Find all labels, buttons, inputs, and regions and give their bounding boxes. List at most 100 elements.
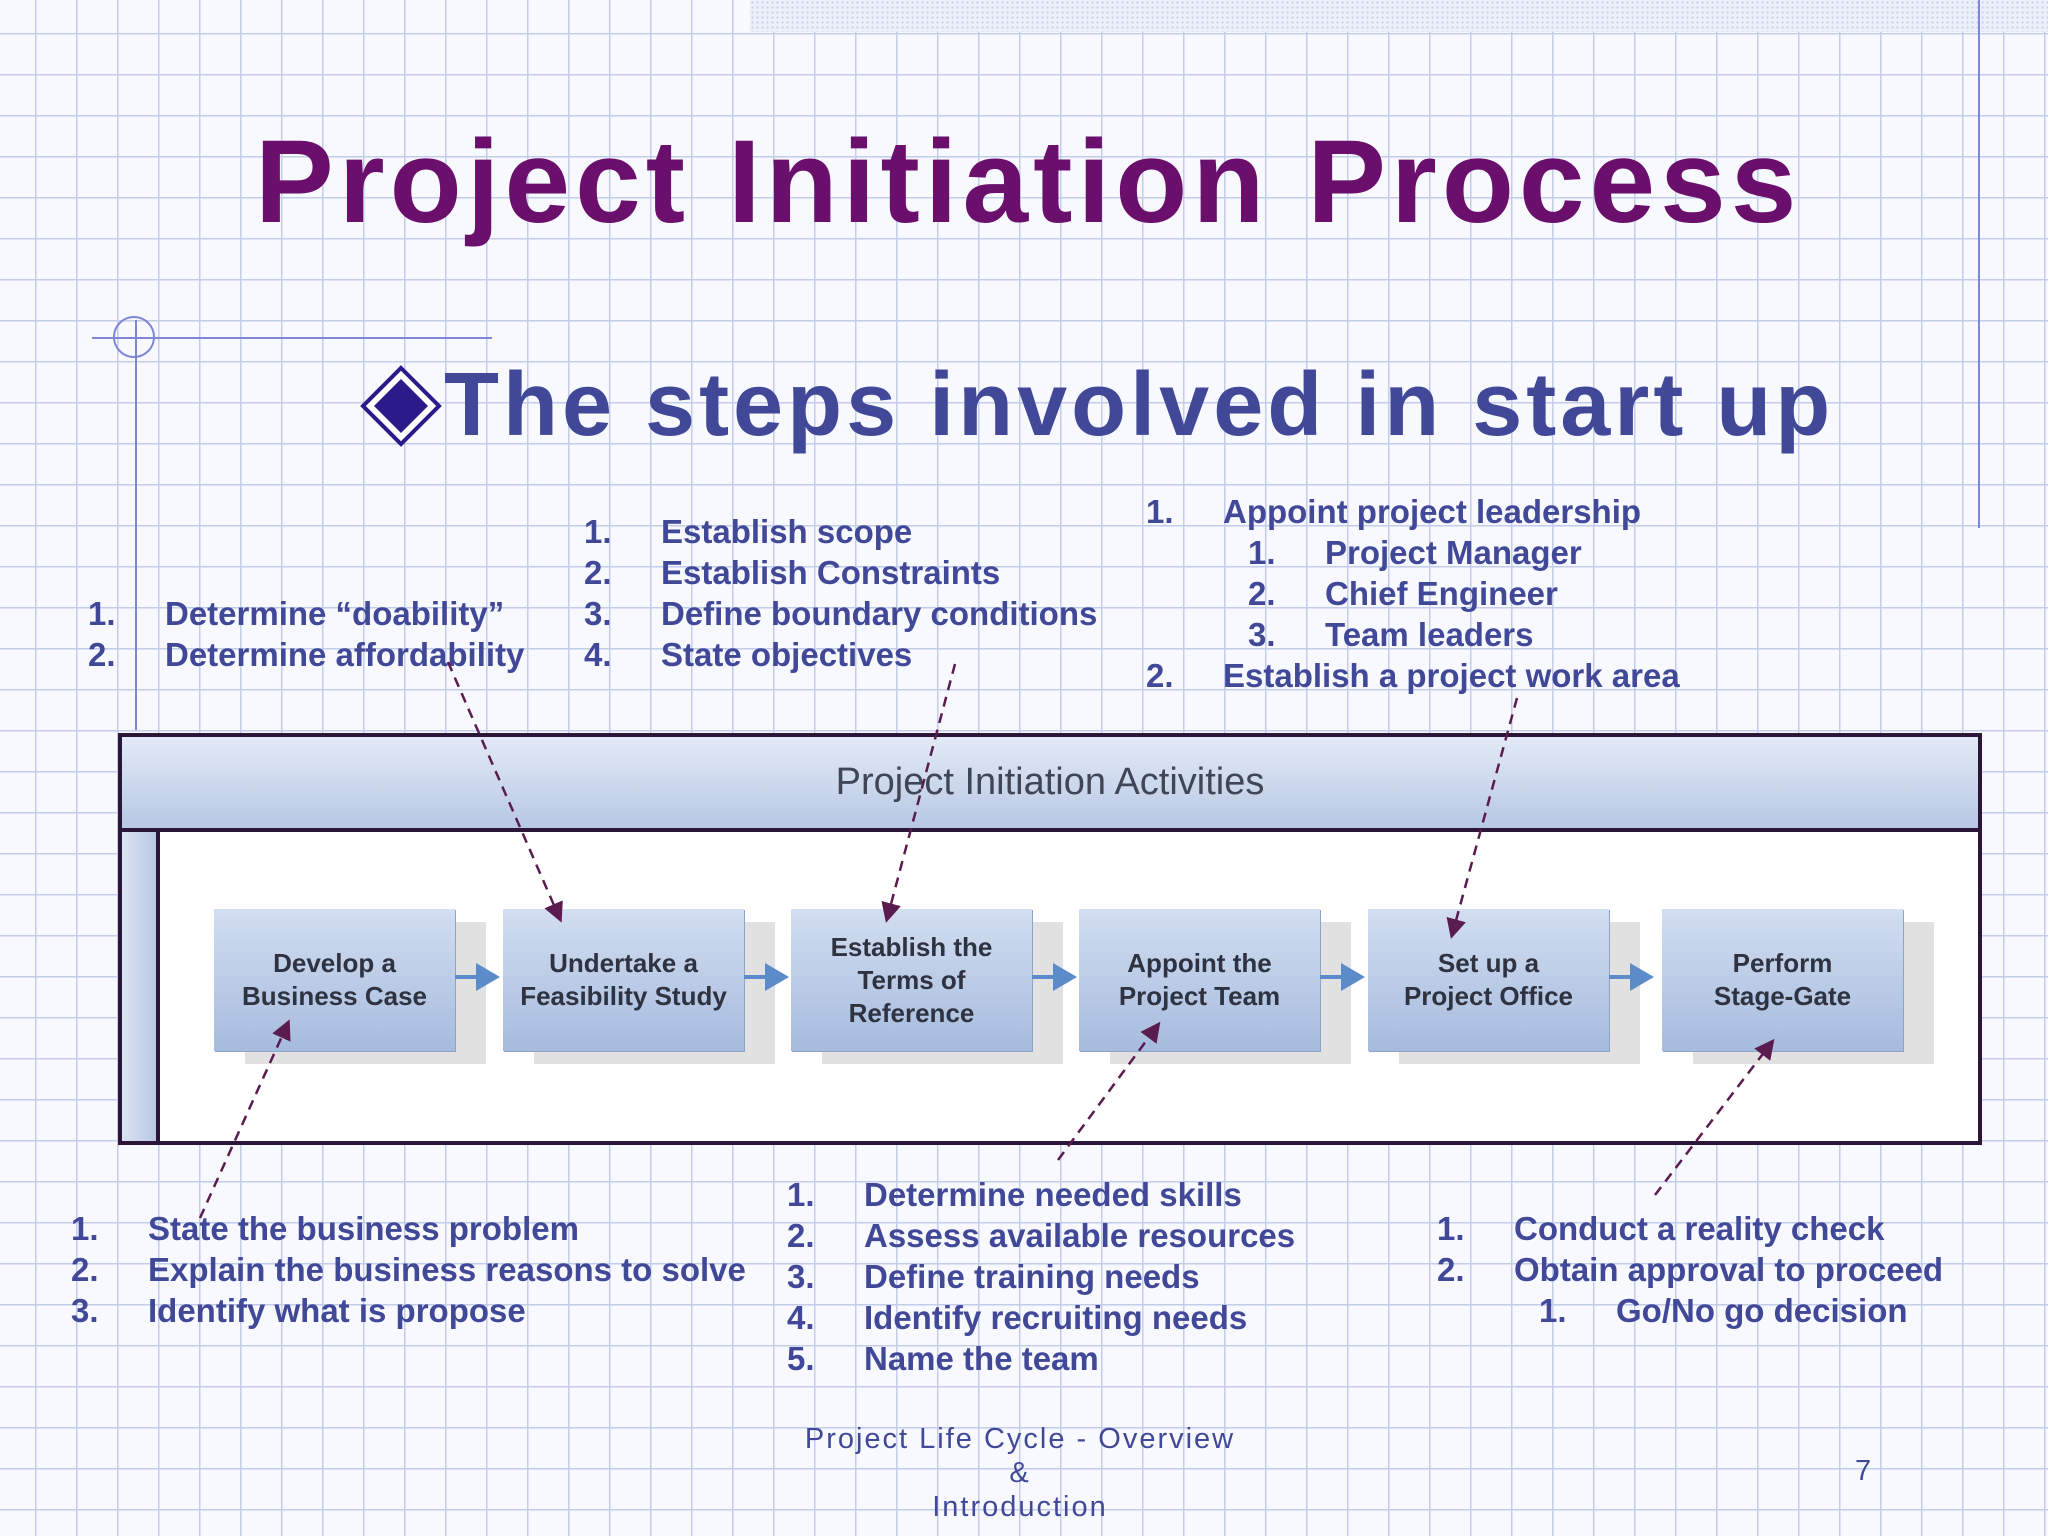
footer-line-1: Project Life Cycle - Overview &: [804, 1423, 1236, 1489]
list-item-number: 4.: [584, 636, 612, 673]
list-item-text: Explain the business reasons to solve: [148, 1251, 746, 1288]
list-item-text: State the business problem: [148, 1210, 579, 1247]
list-item-number: 3.: [1248, 616, 1276, 653]
list-item: 1. Appoint project leadership: [1146, 491, 1680, 532]
footer-text: Project Life Cycle - Overview & Introduc…: [790, 1422, 1250, 1524]
flow-arrow-4: [1320, 963, 1365, 991]
list-item-number: 1.: [71, 1210, 99, 1247]
footer-line-2: Introduction: [932, 1491, 1108, 1523]
list-item-text: Appoint project leadership: [1223, 493, 1642, 530]
list-item: 2. Assess available resources: [787, 1215, 1295, 1256]
list-item-number: 5.: [787, 1340, 815, 1377]
list-item-number: 3.: [584, 595, 612, 632]
feasibility-notes-list: 1. Determine “doability”2.Determine affor…: [88, 593, 524, 675]
list-item-number: 1.: [88, 595, 116, 632]
list-item: 3. Define training needs: [787, 1256, 1295, 1297]
list-item-text: Assess available resources: [864, 1217, 1296, 1254]
diamond-bullet-icon: [360, 364, 442, 447]
flow-arrow-5: [1609, 963, 1654, 991]
diagram-sidebar: [122, 832, 160, 1141]
list-item: 1. Go/No go decision: [1437, 1290, 1943, 1331]
step-terms-of-reference: Establish the Terms of Reference: [791, 909, 1032, 1051]
connector-terms: [881, 663, 957, 923]
connector-business-case: [198, 1019, 291, 1219]
list-item: 4. Identify recruiting needs: [787, 1297, 1295, 1338]
list-item-number: 4.: [787, 1299, 815, 1336]
list-item-text: Conduct a reality check: [1514, 1210, 1885, 1247]
process-diagram: Project Initiation Activities Develop a …: [118, 733, 1982, 1145]
list-item-text: Obtain approval to proceed: [1514, 1251, 1944, 1288]
list-item: 1. State the business problem: [71, 1208, 746, 1249]
list-item-number: 2.: [71, 1251, 99, 1288]
list-item-number: 2.: [1146, 657, 1174, 694]
list-item-text: Determine affordability: [165, 636, 525, 673]
list-item-text: Establish a project work area: [1223, 657, 1680, 694]
list-item-number: 2.: [1437, 1251, 1465, 1288]
list-item: 2. Establish a project work area: [1146, 655, 1680, 696]
step-develop-business-case: Develop a Business Case: [214, 909, 455, 1051]
subtitle-text: The steps involved in start up: [444, 355, 1835, 455]
list-item-text: Go/No go decision: [1616, 1292, 1908, 1329]
list-item: 2.Establish Constraints: [584, 552, 1097, 593]
flow-arrows: [455, 963, 1654, 991]
list-item: 1. Establish scope: [584, 511, 1097, 552]
list-item: 2. Obtain approval to proceed: [1437, 1249, 1943, 1290]
list-item: 3. Team leaders: [1146, 614, 1680, 655]
list-item: 1. Conduct a reality check: [1437, 1208, 1943, 1249]
top-decorative-band: [750, 0, 2048, 32]
list-item-text: Define training needs: [864, 1258, 1200, 1295]
connector-feasibility: [446, 661, 563, 923]
list-item: 1. Determine “doability”: [88, 593, 524, 634]
slide-subtitle: The steps involved in start up: [360, 356, 1834, 455]
list-item-text: Chief Engineer: [1325, 575, 1558, 612]
list-item: 3. Identify what is propose: [71, 1290, 746, 1331]
list-item-text: Define boundary conditions: [661, 595, 1098, 632]
list-item: 5. Name the team: [787, 1338, 1295, 1379]
list-item-number: 3.: [787, 1258, 815, 1295]
left-accent-line-horizontal: [92, 337, 492, 339]
list-item: 3. Define boundary conditions: [584, 593, 1097, 634]
list-item-number: 1.: [1146, 493, 1174, 530]
slide-title: Project Initiation Process: [255, 116, 1802, 248]
crosshair-icon: [113, 316, 155, 358]
list-item-number: 1.: [584, 513, 612, 550]
list-item-text: State objectives: [661, 636, 913, 673]
list-item-number: 1.: [1437, 1210, 1465, 1247]
step-project-office: Set up a Project Office: [1368, 909, 1609, 1051]
list-item-text: Team leaders: [1325, 616, 1534, 653]
step-feasibility-study: Undertake a Feasibility Study: [503, 909, 744, 1051]
office-notes-list: 1. Appoint project leadership 1. Project Ma…: [1146, 491, 1680, 696]
connector-office: [1446, 697, 1519, 939]
list-item-number: 1.: [787, 1176, 815, 1213]
list-item-text: Identify what is propose: [148, 1292, 526, 1329]
list-item-text: Name the team: [864, 1340, 1099, 1377]
list-item-number: 2.: [787, 1217, 815, 1254]
stage-gate-notes-list: 1. Conduct a reality check 2. Obtain approv…: [1437, 1208, 1943, 1331]
flow-arrow-1: [455, 963, 500, 991]
list-item-text: Determine “doability”: [165, 595, 505, 632]
flow-arrow-2: [744, 963, 789, 991]
list-item: 1. Determine needed skills: [787, 1174, 1295, 1215]
list-item: 1. Project Manager: [1146, 532, 1680, 573]
list-item-text: Project Manager: [1325, 534, 1582, 571]
list-item-text: Establish scope: [661, 513, 913, 550]
list-item-number: 2.: [1248, 575, 1276, 612]
business-case-notes-list: 1. State the business problem 2. Explain th…: [71, 1208, 746, 1331]
list-item-number: 1.: [1248, 534, 1276, 571]
right-accent-line: [1978, 0, 1980, 528]
connector-stage-gate: [1654, 1038, 1775, 1196]
left-accent-line-vertical: [135, 320, 137, 730]
step-appoint-project-team: Appoint the Project Team: [1079, 909, 1320, 1051]
list-item-text: Establish Constraints: [661, 554, 1001, 591]
list-item-text: Identify recruiting needs: [864, 1299, 1248, 1336]
list-item-number: 1.: [1539, 1292, 1567, 1329]
list-item-number: 3.: [71, 1292, 99, 1329]
team-notes-list: 1. Determine needed skills 2. Assess availa…: [787, 1174, 1295, 1379]
step-stage-gate: Perform Stage-Gate: [1662, 909, 1903, 1051]
list-item: 4. State objectives: [584, 634, 1097, 675]
diagram-title: Project Initiation Activities: [835, 761, 1265, 803]
list-item-text: Determine needed skills: [864, 1176, 1242, 1213]
list-item: 2.Determine affordability: [88, 634, 524, 675]
